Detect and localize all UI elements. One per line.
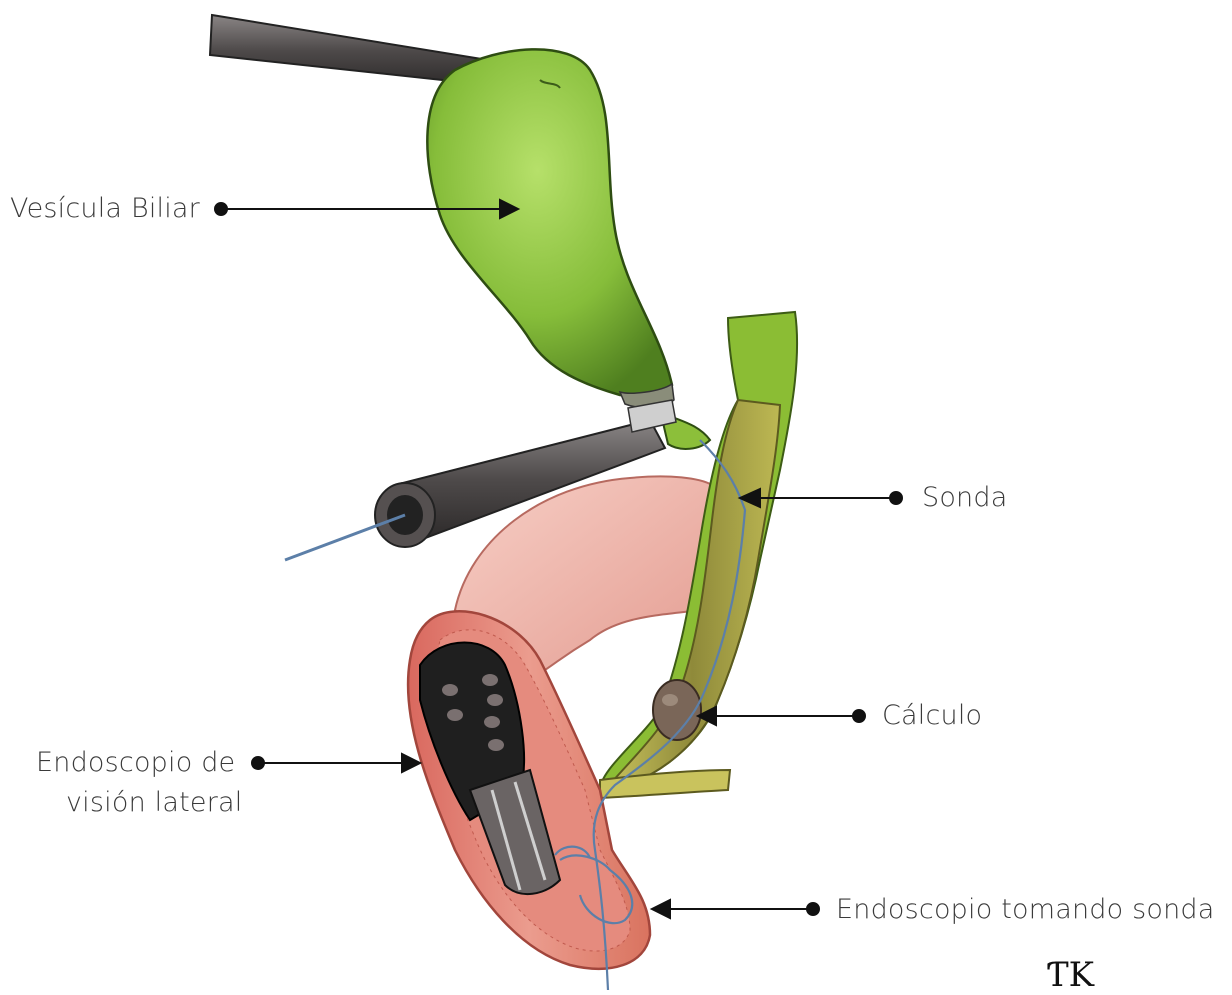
label-endoscopio-lateral-line2: visión lateral xyxy=(66,783,242,823)
publisher-logo: ƬK xyxy=(1046,955,1094,995)
label-endoscopio-lateral-line1: Endoscopio de xyxy=(36,743,235,783)
label-sonda: Sonda xyxy=(922,478,1007,518)
gallbladder xyxy=(427,49,710,449)
label-endoscopio-tomando-sonda: Endoscopio tomando sonda xyxy=(836,890,1215,930)
label-calculo: Cálculo xyxy=(882,696,982,736)
label-vesicula-biliar: Vesícula Biliar xyxy=(10,189,200,229)
